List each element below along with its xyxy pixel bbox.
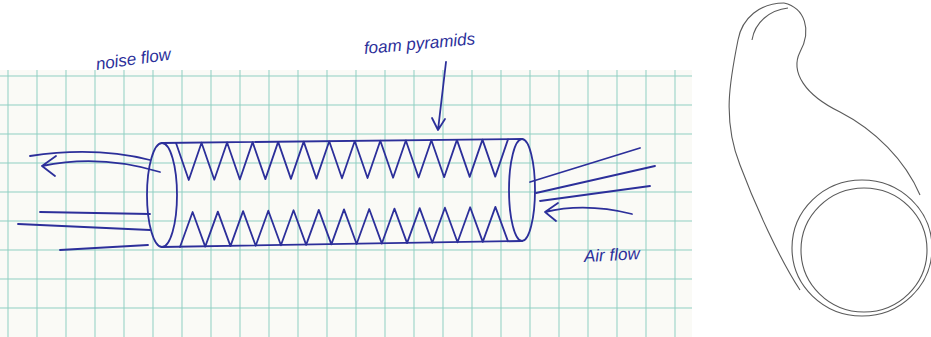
muffler-sketch bbox=[18, 62, 655, 250]
grid-line bbox=[298, 70, 299, 337]
tube-bottom bbox=[162, 241, 522, 247]
grid-line bbox=[124, 70, 125, 337]
grid-line bbox=[269, 70, 270, 337]
grid-line bbox=[0, 192, 692, 193]
grid-line bbox=[443, 70, 444, 337]
annotation-label: foam pyramids bbox=[363, 30, 476, 58]
flow-lines-right bbox=[530, 148, 655, 201]
grid-line bbox=[211, 70, 212, 337]
grid-line bbox=[356, 70, 357, 337]
paper-grid bbox=[0, 70, 692, 337]
foam-pyramids-bottom bbox=[180, 207, 508, 247]
duct-elbow-sketch bbox=[729, 3, 931, 316]
grid-line bbox=[646, 70, 647, 337]
grid-line bbox=[95, 70, 96, 337]
flow-lines-left bbox=[18, 212, 150, 250]
grid-line bbox=[327, 70, 328, 337]
grid-line bbox=[37, 70, 38, 337]
tube-end-right bbox=[509, 139, 535, 241]
grid-line bbox=[0, 308, 692, 309]
grid-line bbox=[0, 134, 692, 135]
grid-line bbox=[617, 70, 618, 337]
grid-line bbox=[153, 70, 154, 337]
grid-line bbox=[472, 70, 473, 337]
grid-line bbox=[8, 70, 9, 337]
airflow-arrow bbox=[545, 203, 632, 221]
grid-line bbox=[588, 70, 589, 337]
paper-sheet bbox=[0, 70, 692, 337]
grid-line bbox=[0, 221, 692, 222]
elbow-rim-top bbox=[752, 8, 788, 40]
grid-line bbox=[182, 70, 183, 337]
grid-line bbox=[501, 70, 502, 337]
grid-line bbox=[66, 70, 67, 337]
tube-top bbox=[162, 139, 522, 143]
grid-line bbox=[675, 70, 676, 337]
grid-line bbox=[0, 76, 692, 77]
annotation-label: Air flow bbox=[584, 245, 641, 267]
elbow-outer-left bbox=[729, 3, 800, 290]
grid-line bbox=[385, 70, 386, 337]
grid-line bbox=[414, 70, 415, 337]
duct-opening-outer bbox=[792, 180, 931, 316]
noise-line bbox=[30, 152, 150, 160]
grid-line bbox=[0, 105, 692, 106]
foam-pyramids-top bbox=[176, 139, 508, 180]
duct-opening-inner bbox=[801, 188, 927, 312]
graph-paper bbox=[0, 70, 692, 337]
grid-line bbox=[0, 279, 692, 280]
tube-end-left bbox=[147, 143, 177, 247]
leader-arrow bbox=[432, 62, 446, 130]
elbow-outer-right bbox=[784, 3, 920, 195]
grid-line bbox=[240, 70, 241, 337]
grid-line bbox=[530, 70, 531, 337]
